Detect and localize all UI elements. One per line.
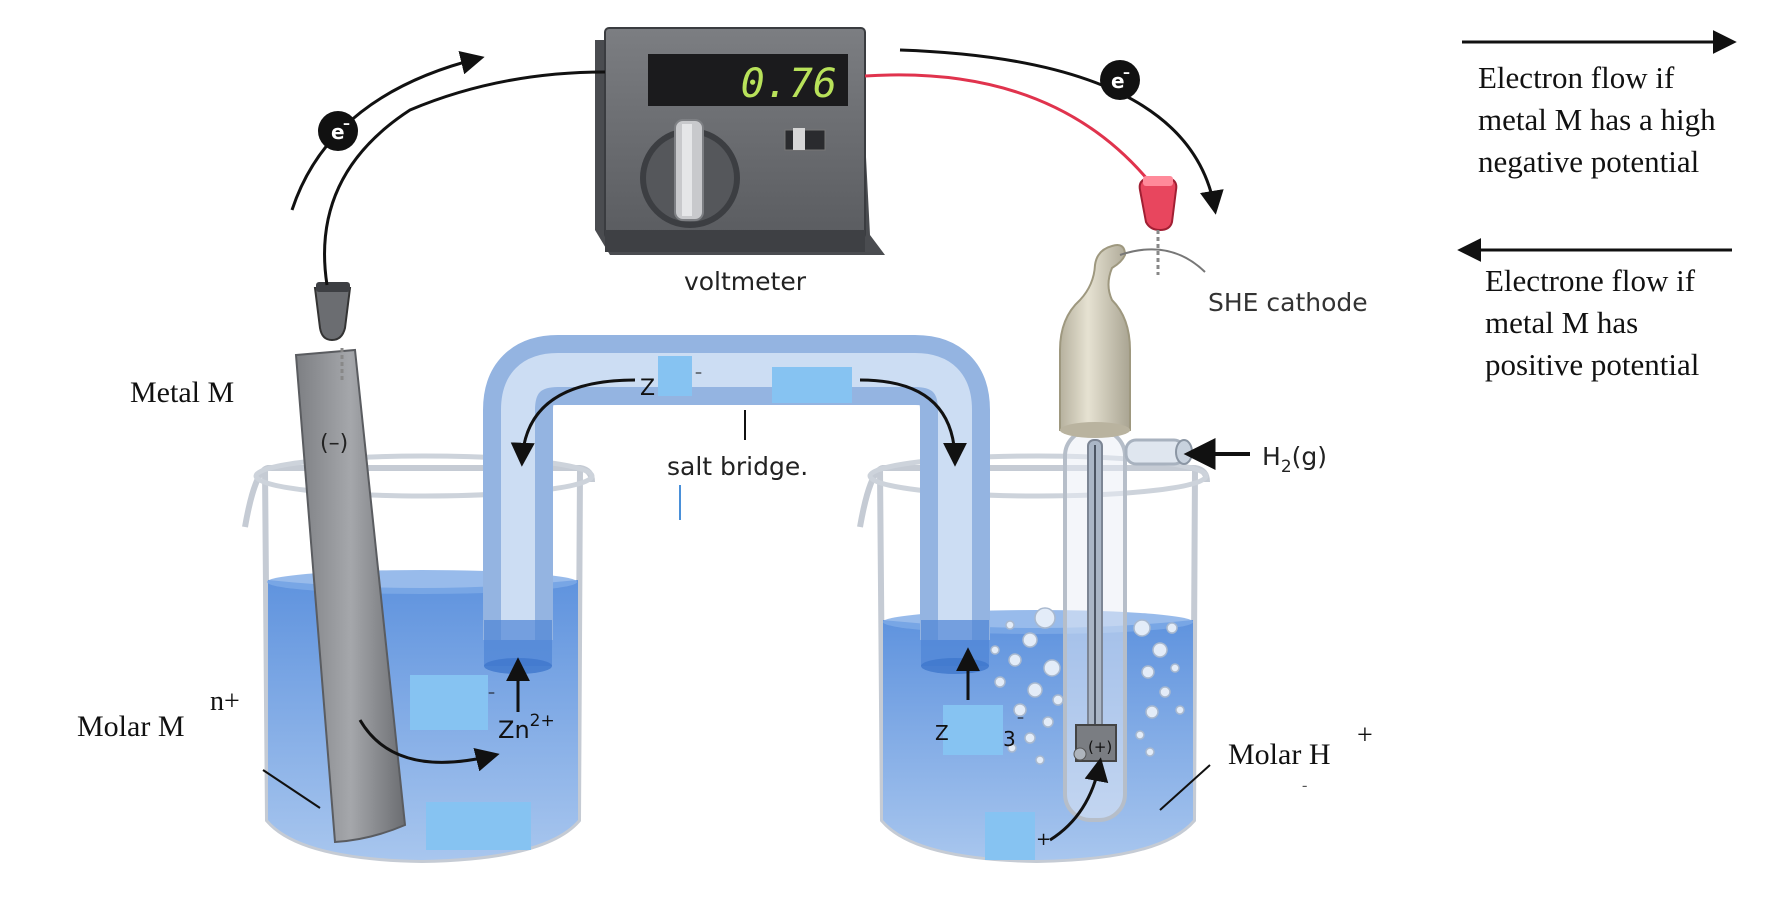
blank-box-left-anion [410, 675, 488, 730]
hydrogen-bubbles [990, 607, 1185, 765]
salt-bridge-tube [483, 335, 990, 712]
she-cathode-electrode [1059, 244, 1193, 822]
right-ion-flow-arrow [1049, 757, 1109, 842]
partial-dash-left: – [488, 685, 495, 701]
partial-plus: + [1036, 829, 1051, 850]
stray-dash: - [1302, 777, 1307, 794]
metal-m-electrode [294, 348, 407, 844]
legend-line: metal M has [1485, 305, 1638, 340]
electron-badge-left: e – [318, 111, 358, 151]
she-leader-arc [1119, 248, 1206, 273]
legend-line: Electron flow if [1478, 60, 1675, 95]
cathode-wire-red [864, 73, 1150, 181]
electron-badge-right: e – [1100, 60, 1140, 100]
partial-ion-top: Z [640, 376, 655, 401]
voltmeter [595, 27, 885, 255]
electron-flow-left-arc [290, 50, 485, 211]
she-cathode-label: SHE cathode [1208, 288, 1368, 317]
molar-h-superscript: + [1357, 720, 1373, 751]
blank-label-boxes [410, 356, 1035, 860]
molar-m-label: Molar M [77, 710, 185, 743]
electron-symbol: e [1111, 69, 1125, 93]
blank-box-right-cation [985, 812, 1035, 860]
partial-ion-right: Z [935, 721, 949, 745]
hydrogen-gas-label: H2(g) [1262, 442, 1327, 477]
anode-sign: (–) [320, 431, 348, 456]
electron-charge: – [343, 116, 350, 132]
legend-line: Electrone flow if [1485, 263, 1696, 298]
molar-m-superscript: n+ [210, 686, 240, 717]
anode-wire [323, 70, 606, 286]
legend-positive: Electrone flow if metal M has positive p… [1485, 263, 1699, 382]
partial-dash-right: – [1017, 710, 1024, 726]
blank-box-bridge-right [772, 367, 852, 403]
left-ion-flow-arrow [358, 719, 500, 772]
blank-box-right-anion [943, 705, 1003, 755]
electron-charge: – [1123, 65, 1130, 81]
zn-ion-label: Zn2+ [498, 711, 555, 744]
lcd-display [648, 54, 848, 106]
blank-box-left-bottom [426, 802, 531, 850]
molar-h-leader [1159, 764, 1211, 811]
molar-m-leader [262, 769, 321, 809]
legend-line: positive potential [1485, 347, 1699, 382]
anode-clip [313, 282, 352, 342]
legend-line: negative potential [1478, 144, 1699, 179]
blank-box-bridge-left [658, 356, 692, 396]
legend-high-negative: Electron flow if metal M has a high nega… [1478, 60, 1716, 179]
cathode-red-clip [1138, 176, 1178, 275]
salt-bridge-label: salt bridge. [667, 452, 808, 481]
right-beaker [857, 453, 1210, 864]
molar-h-label: Molar H [1228, 738, 1330, 771]
partial-3: 3 [1003, 727, 1016, 751]
legend-line: metal M has a high [1478, 102, 1716, 137]
voltmeter-reading: 0.76 [741, 61, 837, 107]
partial-ion-top-sup: – [695, 365, 702, 381]
cathode-sign: (+) [1088, 738, 1112, 756]
metal-m-label: Metal M [130, 376, 234, 409]
electron-symbol: e [331, 120, 345, 144]
voltmeter-label: voltmeter [684, 267, 807, 296]
